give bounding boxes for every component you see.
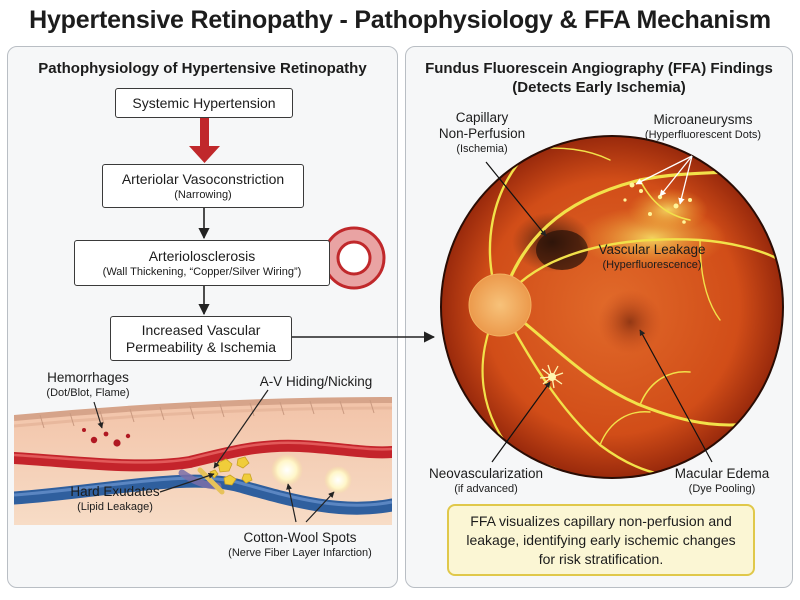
microaneurysm-arrow-2 — [659, 155, 693, 197]
neovascularization-arrow — [491, 381, 551, 463]
non-perfusion-line2: Non-Perfusion — [438, 126, 526, 141]
microaneurysms-title: Microaneurysms — [653, 112, 753, 127]
non-perfusion-label: Capillary Non-Perfusion (Ischemia) — [426, 110, 538, 156]
neovascularization-detail: (if advanced) — [454, 483, 518, 495]
flow-box-label: Arteriolosclerosis — [148, 247, 256, 264]
flow-arrow-red — [189, 118, 220, 163]
flow-box-label-line2: Permeability & Ischemia — [125, 338, 277, 355]
cotton-wool-arrow-2 — [305, 491, 335, 523]
microaneurysms-label: Microaneurysms (Hyperfluorescent Dots) — [628, 112, 778, 142]
vascular-leakage-title: Vascular Leakage — [598, 242, 706, 257]
main-title: Hypertensive Retinopathy - Pathophysiolo… — [29, 6, 771, 34]
neovascularization-title: Neovascularization — [428, 466, 544, 481]
cotton-wool-arrow-1 — [286, 483, 297, 523]
cotton-wool-label: Cotton-Wool Spots (Nerve Fiber Layer Inf… — [210, 530, 390, 560]
macular-edema-label: Macular Edema (Dye Pooling) — [664, 466, 780, 496]
hemorrhages-title: Hemorrhages — [47, 370, 129, 385]
hemorrhages-detail: (Dot/Blot, Flame) — [46, 387, 130, 399]
microaneurysms-detail: (Hyperfluorescent Dots) — [644, 129, 762, 141]
macular-edema-arrow — [639, 329, 713, 463]
hard-exudates-detail: (Lipid Leakage) — [77, 501, 153, 513]
microaneurysm-arrow-3 — [678, 155, 693, 205]
av-nicking-arrow — [213, 389, 269, 469]
vessel-illustration — [14, 397, 392, 525]
flow-box-arteriolosclerosis: Arteriolosclerosis (Wall Thickening, “Co… — [74, 240, 330, 286]
av-nicking-label: A-V Hiding/Nicking — [236, 374, 396, 390]
non-perfusion-line1: Capillary — [455, 110, 509, 125]
flow-box-systemic-hypertension: Systemic Hypertension — [115, 88, 293, 118]
hemorrhages-arrow — [93, 401, 104, 429]
hard-exudates-label: Hard Exudates (Lipid Leakage) — [40, 484, 190, 514]
cotton-wool-title: Cotton-Wool Spots — [243, 530, 357, 545]
non-perfusion-arrow — [485, 161, 547, 237]
fundus-illustration — [440, 135, 784, 479]
macular-edema-detail: (Dye Pooling) — [688, 483, 756, 495]
hard-exudates-arrow — [159, 472, 215, 493]
flow-box-label: Arteriolar Vasoconstriction — [121, 170, 285, 187]
ffa-subtitle: (Detects Early Ischemia) — [512, 79, 686, 96]
macular-edema-title: Macular Edema — [674, 466, 770, 481]
hard-exudates-title: Hard Exudates — [70, 484, 160, 499]
flow-box-permeability-ischemia: Increased Vascular Permeability & Ischem… — [110, 316, 292, 361]
ffa-summary-box: FFA visualizes capillary non-perfusion a… — [447, 504, 755, 576]
vascular-leakage-detail: (Hyperfluorescence) — [602, 259, 702, 271]
flow-box-detail: (Wall Thickening, “Copper/Silver Wiring”… — [102, 265, 302, 278]
neovascularization-label: Neovascularization (if advanced) — [416, 466, 556, 496]
flow-box-label-line1: Increased Vascular — [141, 321, 261, 338]
cotton-wool-detail: (Nerve Fiber Layer Infarction) — [228, 547, 372, 559]
flow-box-vasoconstriction: Arteriolar Vasoconstriction (Narrowing) — [102, 164, 304, 208]
hemorrhages-label: Hemorrhages (Dot/Blot, Flame) — [18, 370, 158, 400]
ffa-title: Fundus Fluorescein Angiography (FFA) Fin… — [425, 60, 773, 77]
ffa-summary-text: FFA visualizes capillary non-perfusion a… — [466, 512, 736, 567]
thickened-arteriole-icon — [322, 226, 386, 290]
av-nicking-title: A-V Hiding/Nicking — [259, 374, 373, 389]
flow-box-detail: (Narrowing) — [174, 188, 232, 201]
flow-box-label: Systemic Hypertension — [132, 94, 276, 111]
microaneurysm-arrow-1 — [635, 155, 693, 185]
vascular-leakage-label: Vascular Leakage (Hyperfluorescence) — [584, 242, 720, 272]
non-perfusion-detail: (Ischemia) — [456, 143, 508, 155]
pathophysiology-title: Pathophysiology of Hypertensive Retinopa… — [38, 60, 367, 77]
